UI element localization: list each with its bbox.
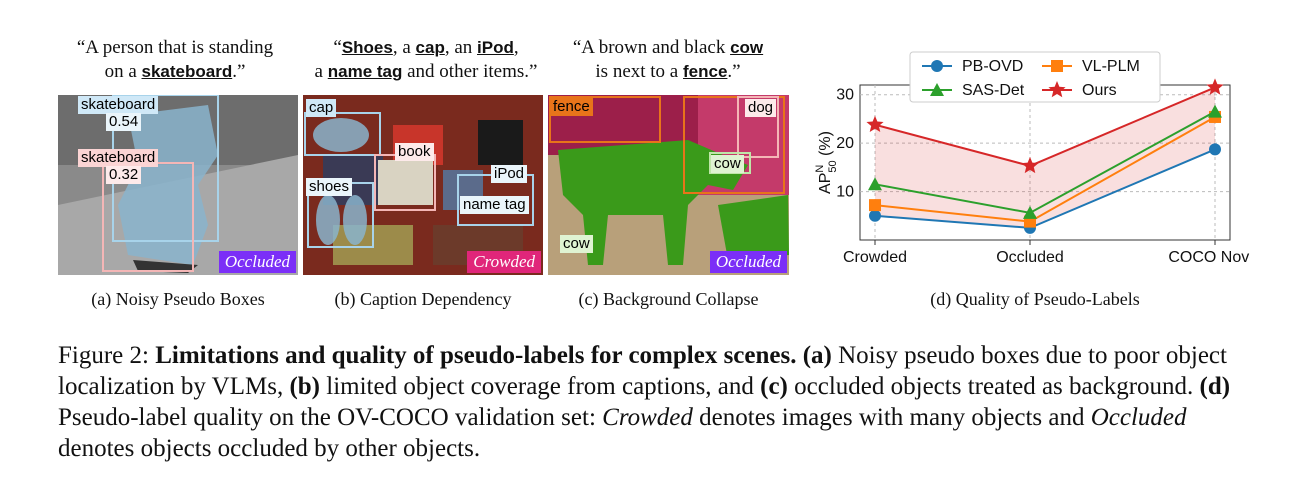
label-score-1: 0.54 <box>106 113 142 131</box>
caption-d-label: (d) <box>1199 373 1231 400</box>
quote-b-t1: , a <box>392 37 416 58</box>
data-point-pb-ovd <box>869 209 881 222</box>
legend-marker <box>930 83 944 96</box>
data-point-vl-plm <box>869 199 881 212</box>
label-fence: fence <box>550 98 593 116</box>
occluded-badge-a: Occluded <box>218 251 296 273</box>
caption-occluded-word: Occluded <box>1090 404 1187 431</box>
data-point-sas-det <box>1208 104 1222 118</box>
quote-b-open: “ <box>333 37 342 58</box>
caption-b-label: (b) <box>289 373 321 400</box>
data-point-ours <box>1021 156 1039 174</box>
label-skateboard-1: skateboard <box>78 96 159 114</box>
quote-b-end: and other items.” <box>402 61 538 82</box>
caption-title: Limitations and quality of pseudo-labels… <box>155 342 797 369</box>
caption-d-text2: denotes images with many objects and <box>692 404 1091 431</box>
subcaption-d: (d) Quality of Pseudo-Labels <box>930 289 1140 309</box>
quote-c-t2: is next to a <box>595 61 683 82</box>
data-point-pb-ovd <box>1209 143 1221 156</box>
quote-b-kw-shoes: Shoes <box>341 38 393 57</box>
caption-prefix: Figure 2: <box>58 342 156 369</box>
quote-c-end: .” <box>727 61 741 82</box>
caption-a-label: (a) <box>802 342 832 369</box>
legend-label: PB-OVD <box>962 58 1023 75</box>
quote-a-line1: “A person that is standing <box>76 37 274 58</box>
quote-b-t3: , <box>513 37 519 58</box>
panel-c-image: fence dog cow cow Occluded <box>548 95 789 275</box>
quote-c: “A brown and black cow is next to a fenc… <box>548 36 788 84</box>
legend-marker <box>931 60 943 72</box>
quote-b: “Shoes, a cap, an iPod, a name tag and o… <box>292 36 560 84</box>
label-cow-2: cow <box>560 235 593 253</box>
caption-d-text3: denotes objects occluded by other object… <box>58 435 481 462</box>
data-point-ours <box>866 115 884 132</box>
quote-b-kw-nametag: name tag <box>327 62 403 81</box>
label-cap: cap <box>306 99 337 117</box>
caption-a-text: Noisy pseudo boxes due to poor object lo… <box>58 342 1227 400</box>
data-point-ours <box>1206 78 1224 95</box>
legend-label: SAS-Det <box>962 82 1025 99</box>
panel-a-image: skateboard 0.54 skateboard 0.32 Occluded <box>58 95 298 275</box>
figure-caption: Figure 2: Limitations and quality of pse… <box>58 340 1258 464</box>
quote-c-t1: “A brown and black <box>572 37 731 58</box>
quote-a-end: .” <box>232 61 246 82</box>
label-dog: dog <box>745 99 777 117</box>
quote-c-kw-cow: cow <box>730 38 764 57</box>
quote-b-t2: , an <box>444 37 478 58</box>
quote-b-kw-cap: cap <box>415 38 445 57</box>
x-tick-label: Crowded <box>843 249 907 266</box>
legend-box <box>909 51 1161 103</box>
legend-marker <box>1051 60 1063 72</box>
x-tick-label: COCO Novel <box>1168 249 1250 266</box>
caption-c-label: (c) <box>760 373 788 400</box>
quote-a: “A person that is standing on a skateboa… <box>55 36 295 84</box>
shaded-gap-area <box>875 87 1215 228</box>
legend-label: VL-PLM <box>1082 58 1140 75</box>
occluded-badge-c: Occluded <box>709 251 787 273</box>
label-skateboard-2: skateboard <box>78 149 159 167</box>
label-ipod: iPod <box>491 165 528 183</box>
y-tick-label: 10 <box>836 184 854 201</box>
quote-a-text: on a <box>104 61 142 82</box>
quote-c-kw-fence: fence <box>683 62 728 81</box>
panel-b-image: cap book shoes iPod name tag Crowded <box>303 95 543 275</box>
y-axis-label: APN50 (%) <box>814 131 839 194</box>
quote-b-t4: a <box>314 61 328 82</box>
data-point-sas-det <box>868 177 882 191</box>
subcaption-a: (a) Noisy Pseudo Boxes <box>91 289 265 309</box>
label-book: book <box>395 143 434 161</box>
subcaption-c: (c) Background Collapse <box>578 289 759 309</box>
subcaption-b: (b) Caption Dependency <box>334 289 512 309</box>
label-score-2: 0.32 <box>106 166 142 184</box>
legend-label: Ours <box>1082 82 1117 99</box>
crowded-badge-b: Crowded <box>467 251 541 273</box>
label-cow-1: cow <box>711 155 744 173</box>
y-tick-label: 30 <box>836 87 854 104</box>
skateboard-photo <box>58 95 298 275</box>
label-shoes: shoes <box>306 178 353 196</box>
legend-marker <box>1048 81 1066 98</box>
caption-b-text: limited object coverage from captions, a… <box>320 373 761 400</box>
caption-c-text: occluded objects treated as background. <box>787 373 1200 400</box>
caption-d-text: Pseudo-label quality on the OV-COCO vali… <box>58 404 603 431</box>
caption-crowded-word: Crowded <box>602 404 693 431</box>
quote-a-keyword: skateboard <box>141 62 233 81</box>
quote-b-kw-ipod: iPod <box>477 38 514 57</box>
y-tick-label: 20 <box>836 135 854 152</box>
data-point-sas-det <box>1023 205 1037 219</box>
label-name-tag: name tag <box>460 196 529 214</box>
x-tick-label: Occluded <box>996 249 1064 266</box>
